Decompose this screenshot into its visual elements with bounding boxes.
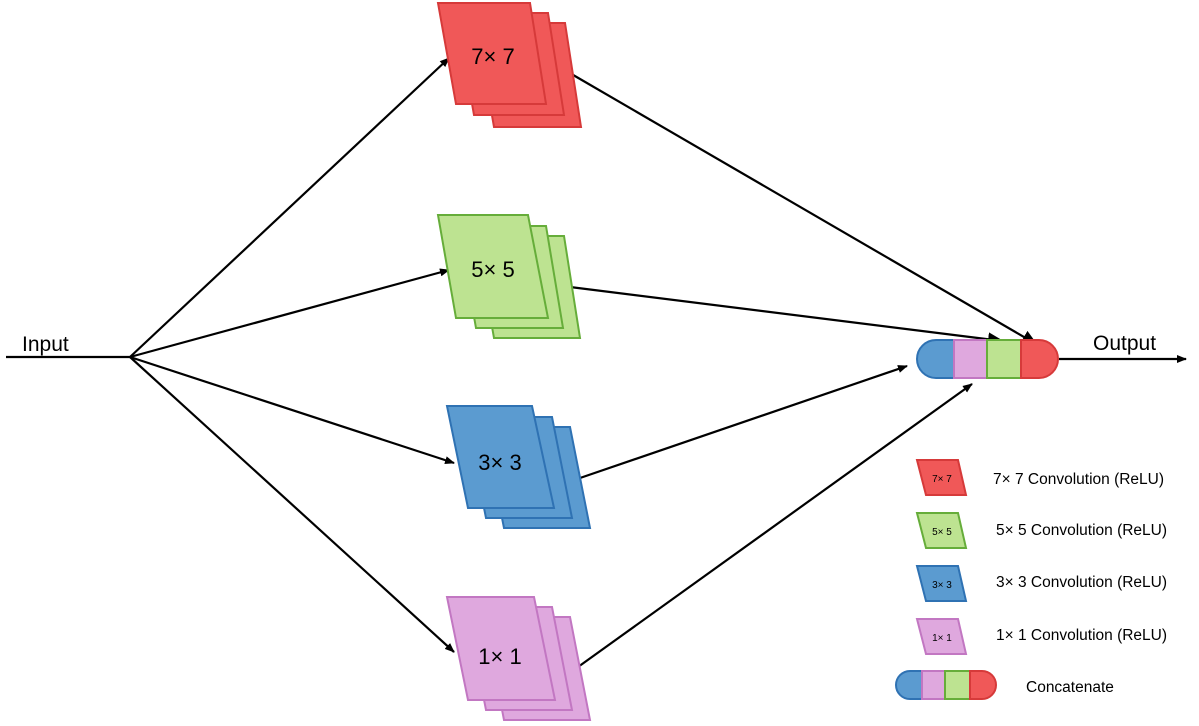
conv-7x7-block: 7× 7 [436,2,583,128]
legend-icon-1x1 [915,618,968,655]
concat-segment-red [1020,339,1059,379]
edge-input-to-7x7 [129,57,450,358]
conv-7x7-layer-1 [436,2,548,105]
legend-text-5x5: 5× 5 Convolution (ReLU) [996,522,1167,539]
legend-icon-7x7 [915,459,968,496]
input-edges [129,57,455,653]
legend-item-1x1: 1× 1 1× 1 Convolution (ReLU) [915,618,1167,655]
legend-item-7x7: 7× 7 7× 7 Convolution (ReLU) [915,459,1164,496]
conv-7x7-label: 7× 7 [471,44,514,69]
conv-5x5-label: 5× 5 [471,257,514,282]
legend: 7× 7 7× 7 Convolution (ReLU) 5× 5 5× 5 C… [895,459,1167,700]
legend-item-concatenate: Concatenate [895,670,1114,700]
conv-3x3-block: 3× 3 [445,405,592,529]
concat-block [916,339,1059,379]
conv-1x1-block: 1× 1 [445,596,592,721]
legend-icon-label-3x3: 3× 3 [932,580,952,591]
concat-segment-pink [953,339,988,379]
legend-concat-green [944,670,971,700]
legend-icon-5x5 [915,512,968,549]
legend-concat-red [969,670,997,700]
legend-item-5x5: 5× 5 5× 5 Convolution (ReLU) [915,512,1167,549]
edge-input-to-1x1 [129,356,455,653]
edge-5x5-to-concat [569,285,1004,347]
edge-input-to-3x3 [129,355,455,465]
legend-icon-label-1x1: 1× 1 [932,633,952,644]
conv-5x5-block: 5× 5 [436,214,582,339]
legend-concat-blue [895,670,923,700]
legend-text-concatenate: Concatenate [1026,679,1114,696]
conv-1x1-label: 1× 1 [478,644,521,669]
concat-segment-blue [916,339,955,379]
legend-icon-3x3 [915,565,968,602]
legend-text-3x3: 3× 3 Convolution (ReLU) [996,574,1167,591]
output-edges [567,71,1038,668]
input-label: Input [22,333,69,356]
legend-icon-label-5x5: 5× 5 [932,527,952,538]
legend-icon-label-7x7: 7× 7 [932,474,952,485]
conv-1x1-layer-1 [445,596,557,701]
output-label: Output [1093,332,1156,355]
legend-item-3x3: 3× 3 3× 3 Convolution (ReLU) [915,565,1167,602]
conv-3x3-layer-1 [445,405,556,509]
edge-1x1-to-concat [577,383,973,668]
edge-3x3-to-concat [579,364,908,480]
legend-text-7x7: 7× 7 Convolution (ReLU) [993,471,1164,488]
conv-3x3-label: 3× 3 [478,450,521,475]
conv-5x5-layer-1 [436,214,550,319]
legend-text-1x1: 1× 1 Convolution (ReLU) [996,627,1167,644]
edge-input-to-5x5 [129,268,450,359]
concat-segment-green [986,339,1022,379]
legend-concat-pink [921,670,946,700]
edge-7x7-to-concat [567,71,1038,346]
